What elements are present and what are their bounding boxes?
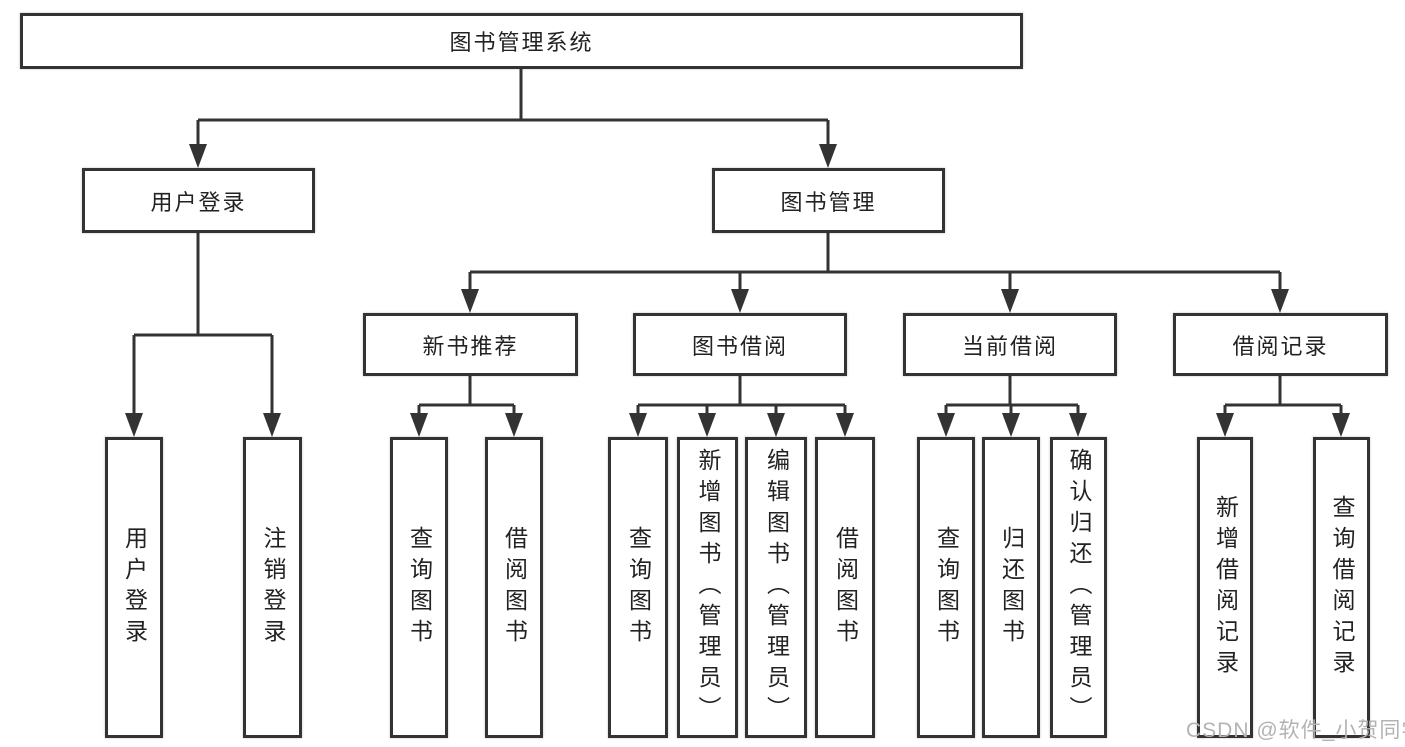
leaf-add-book-admin-label: 新增图书（管理员）: [695, 448, 721, 727]
node-new-book-recommend: 新书推荐: [363, 313, 578, 376]
leaf-return-book: 归还图书: [982, 437, 1040, 738]
leaf-borrow-books-recommend-label: 借阅图书: [501, 525, 528, 650]
leaf-confirm-return-admin-label: 确认归还（管理员）: [1066, 448, 1092, 727]
leaf-query-borrow-record-label: 查询借阅记录: [1329, 494, 1355, 681]
leaf-add-book-admin: 新增图书（管理员）: [677, 437, 738, 738]
leaf-query-books-borrow: 查询图书: [608, 437, 668, 738]
leaf-borrow-books-recommend: 借阅图书: [485, 437, 543, 738]
leaf-query-books-current: 查询图书: [917, 437, 975, 738]
node-user-login: 用户登录: [82, 168, 315, 233]
leaf-logout: 注销登录: [243, 437, 302, 738]
leaf-user-login: 用户登录: [105, 437, 163, 738]
node-book-management: 图书管理: [712, 168, 945, 233]
leaf-add-borrow-record-label: 新增借阅记录: [1212, 494, 1239, 681]
leaf-query-books-current-label: 查询图书: [933, 525, 960, 650]
node-book-borrow: 图书借阅: [633, 313, 847, 376]
leaf-query-borrow-record: 查询借阅记录: [1313, 437, 1370, 738]
leaf-edit-book-admin-label: 编辑图书（管理员）: [763, 448, 790, 727]
leaf-query-books-borrow-label: 查询图书: [625, 525, 652, 650]
leaf-logout-label: 注销登录: [260, 525, 286, 650]
leaf-confirm-return-admin: 确认归还（管理员）: [1050, 437, 1107, 738]
leaf-borrow-books: 借阅图书: [815, 437, 875, 738]
csdn-watermark: CSDN @软件_小贺同学: [1186, 719, 1405, 742]
leaf-borrow-books-label: 借阅图书: [832, 525, 859, 650]
leaf-return-book-label: 归还图书: [998, 525, 1025, 650]
leaf-user-login-label: 用户登录: [121, 525, 148, 650]
node-borrow-records: 借阅记录: [1173, 313, 1388, 376]
node-current-borrow: 当前借阅: [903, 313, 1117, 376]
leaf-query-books-recommend: 查询图书: [390, 437, 448, 738]
leaf-edit-book-admin: 编辑图书（管理员）: [745, 437, 807, 738]
node-library-management-system: 图书管理系统: [20, 13, 1023, 69]
leaf-add-borrow-record: 新增借阅记录: [1197, 437, 1253, 738]
leaf-query-books-recommend-label: 查询图书: [406, 525, 433, 650]
